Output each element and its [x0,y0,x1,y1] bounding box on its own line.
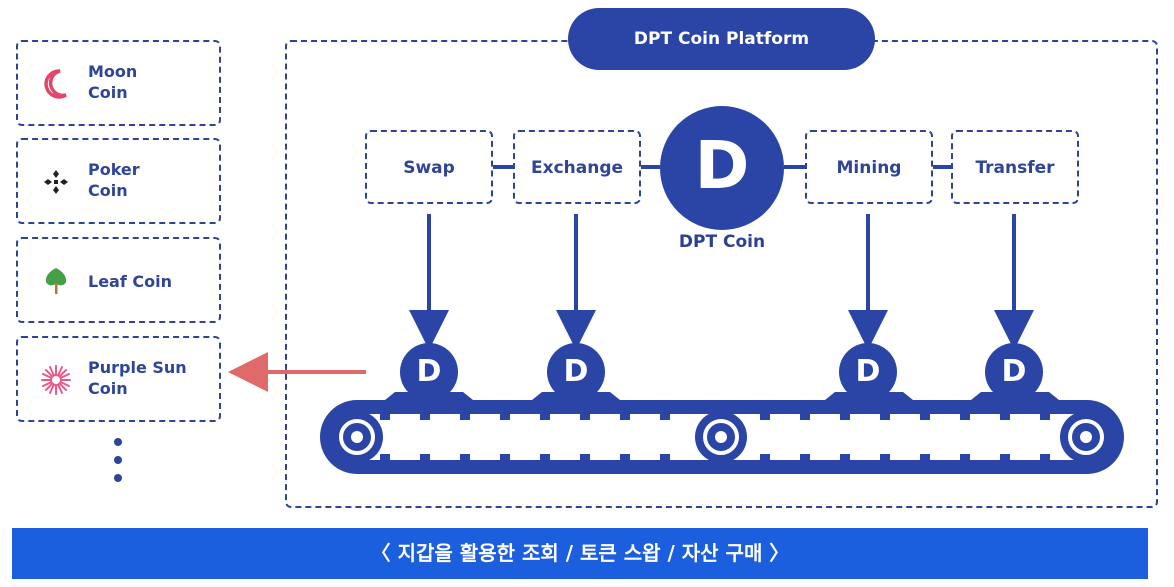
coin-card-purple-sun: Purple Sun Coin [16,336,221,422]
belt-coin-letter: D [855,354,881,389]
coin-label-purple-sun: Purple Sun Coin [88,358,187,398]
platform-title: DPT Coin Platform [568,8,875,70]
belt-coin-letter: D [416,354,442,389]
coin-card-moon: Moon Coin [16,40,221,126]
dpt-coin-label: DPT Coin [678,232,766,252]
gear-icon-center [695,411,747,463]
function-box-mining: Mining [805,130,933,204]
coin-card-leaf: Leaf Coin [16,237,221,323]
conveyor-belt [320,400,1124,474]
coin-card-poker: Poker Coin [16,138,221,224]
belt-coin-letter: D [563,354,589,389]
function-box-exchange: Exchange [513,130,641,204]
leaf-icon [45,268,67,294]
gear-icon-right [1060,411,1112,463]
coin-label-poker: Poker Coin [88,160,140,200]
bottom-banner: 〈 지갑을 활용한 조회 / 토큰 스왑 / 자산 구매 〉 [12,528,1148,579]
function-label-exchange: Exchange [530,158,624,178]
gear-icon-left [331,411,383,463]
dpt-coin-logo: D [660,106,784,230]
function-label-swap: Swap [403,158,455,178]
function-box-swap: Swap [365,130,493,204]
belt-coin-letter: D [1001,354,1027,389]
down-arrows [409,214,1034,350]
function-label-transfer: Transfer [975,158,1055,178]
coin-label-leaf: Leaf Coin [88,272,172,291]
belt-coins [380,343,1064,404]
coin-label-moon: Moon Coin [88,62,138,102]
function-box-transfer: Transfer [951,130,1079,204]
more-coins-ellipsis [112,438,124,490]
sun-icon [41,365,71,395]
dpt-coin-letter: D [694,127,750,204]
function-label-mining: Mining [836,158,902,178]
moon-icon [44,69,67,99]
poker-icon [44,170,68,194]
